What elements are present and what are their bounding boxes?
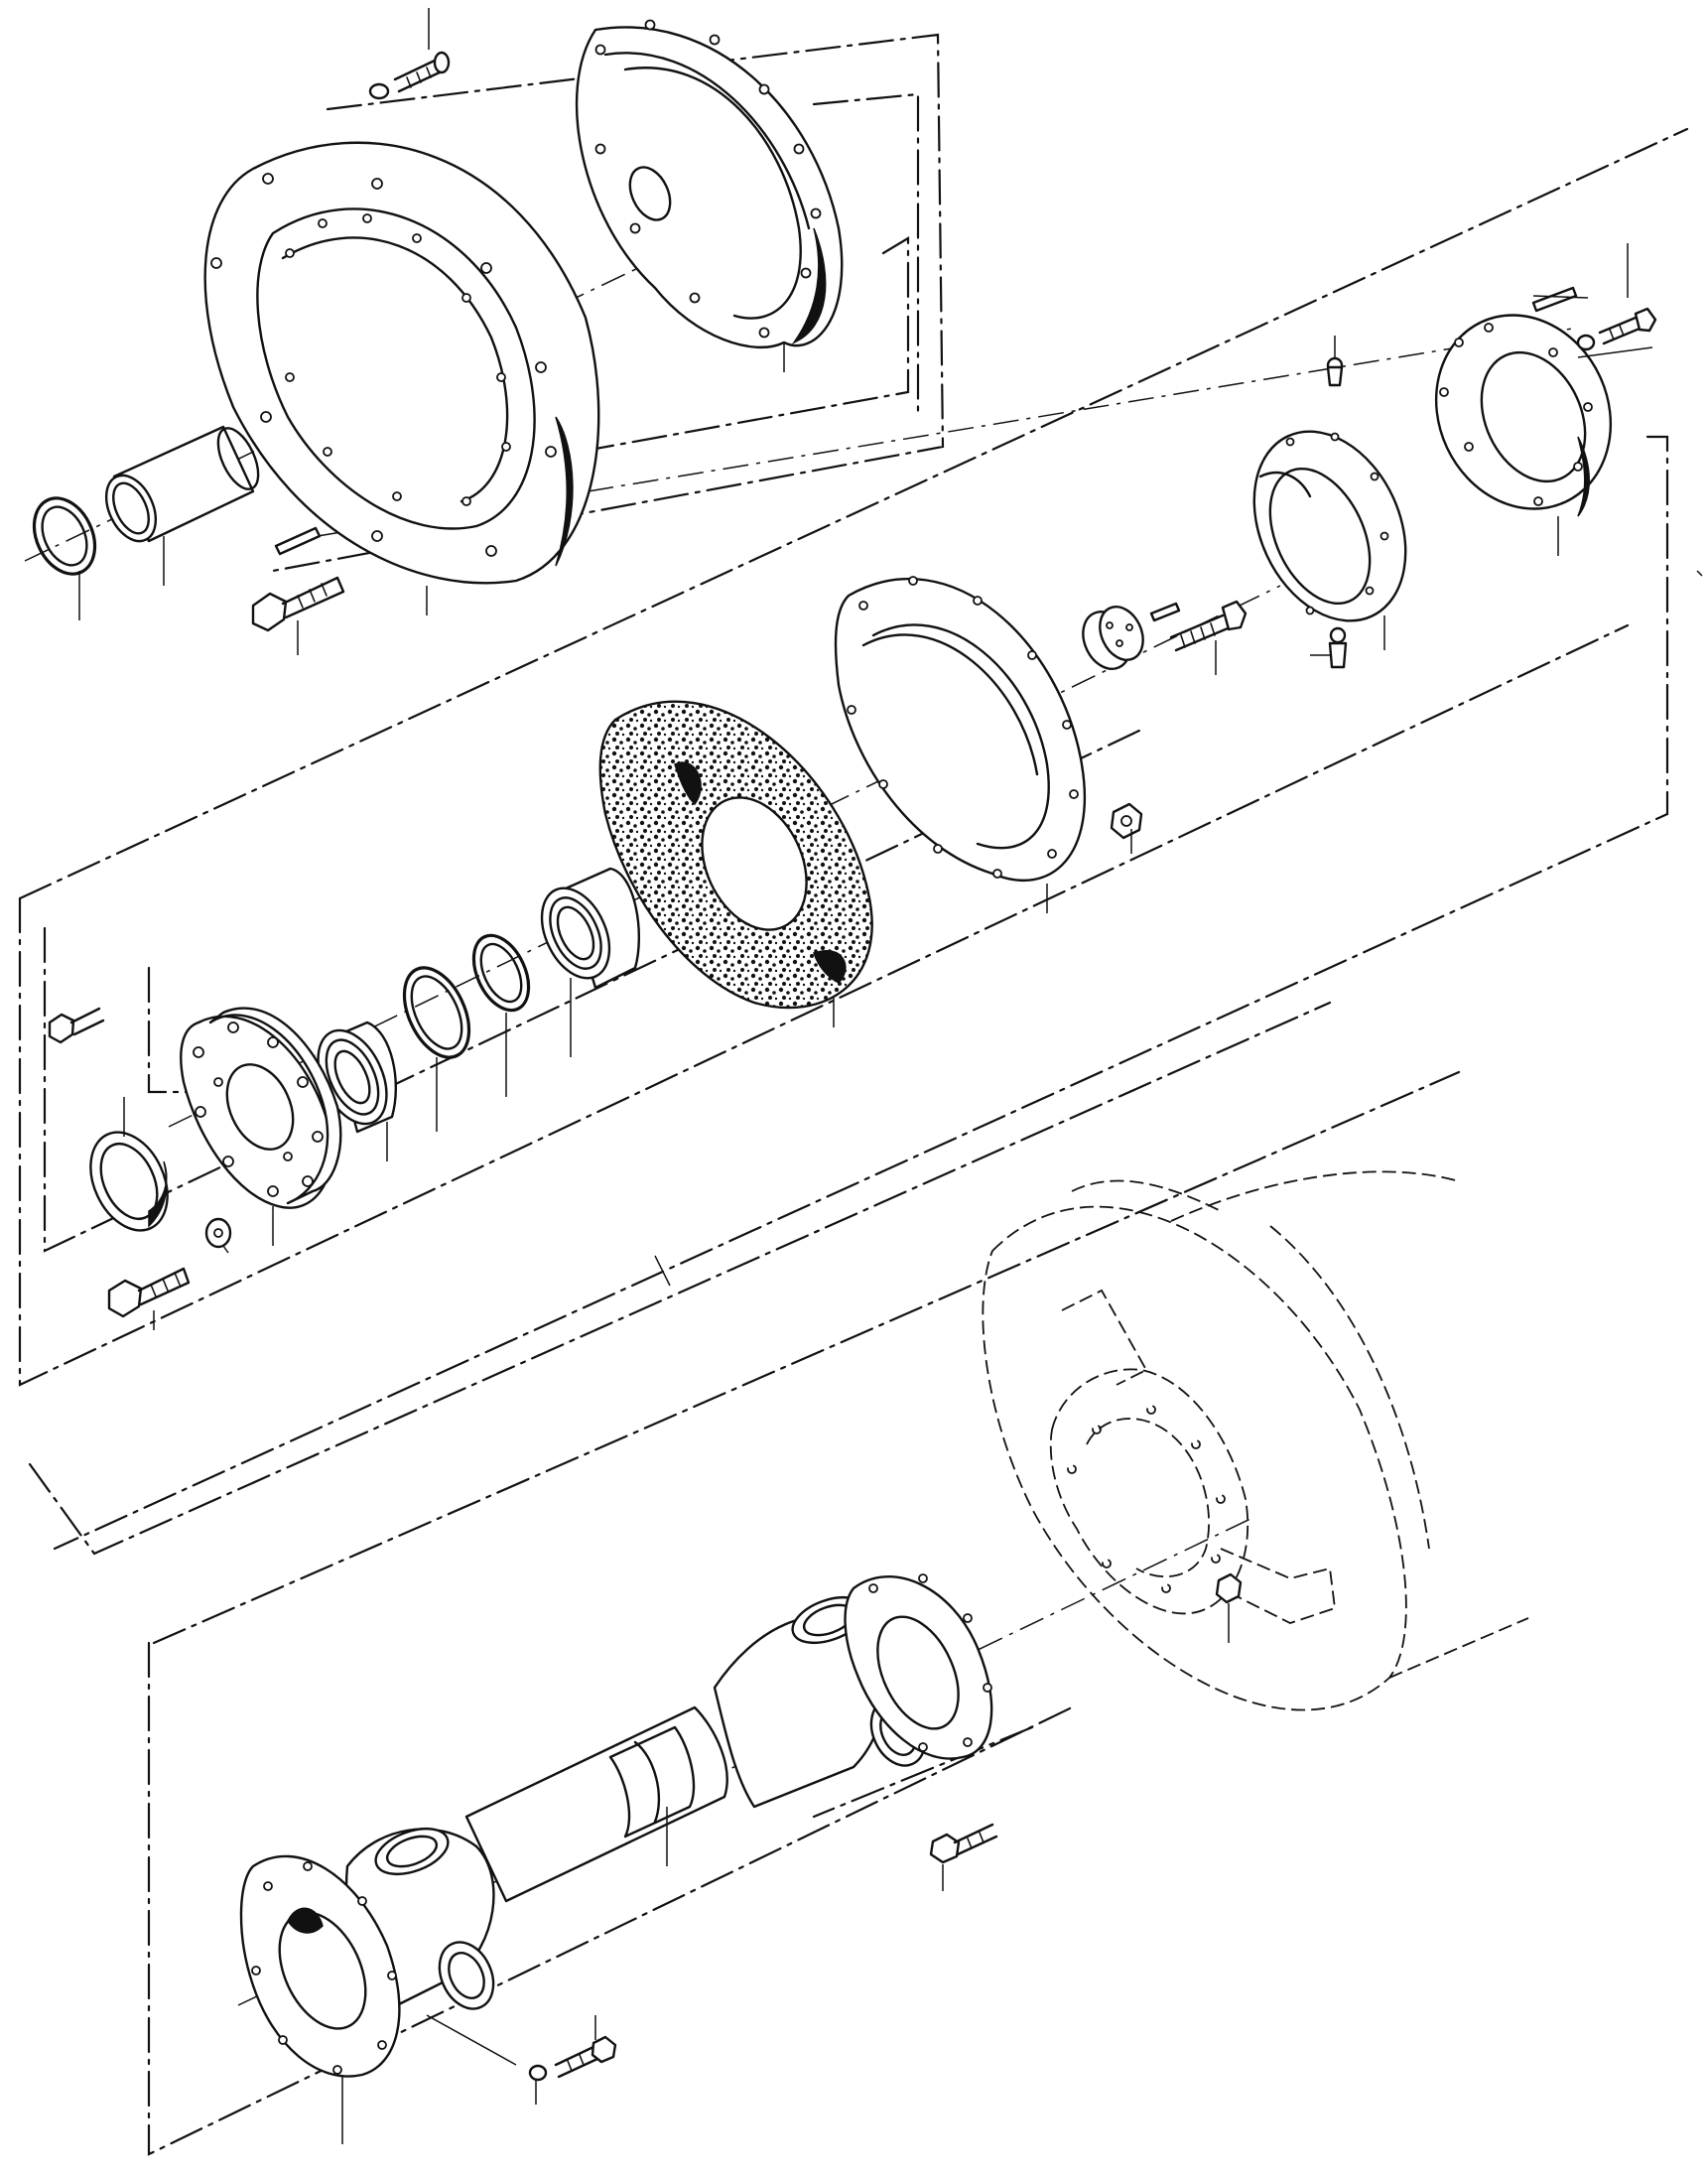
end-flange-ring [1434,314,1613,556]
group-leader-line [654,1255,671,1287]
bearing-housing [1252,430,1407,650]
registration-tick [1696,570,1703,577]
cap-screw-right [1576,243,1657,358]
cap-screw-lower-left [528,2015,617,2105]
spacer-ring-small [471,933,531,1097]
pin-right [1531,286,1589,313]
cap-screw-lower-right [929,1823,998,1891]
cap-screw-top [368,8,451,100]
grease-nipple-lower [1310,626,1348,669]
hex-nut [1110,802,1143,854]
oil-seal [89,1097,169,1232]
bolt-mid-right [1149,600,1248,675]
bearing-large [540,867,641,1057]
shaft-sleeve [104,425,260,586]
cardan-shaft [239,1573,993,2144]
lock-washer [204,1217,232,1254]
brake-drum-phantom [982,1170,1529,1711]
grease-nipple-upper [1326,336,1344,387]
bearing-cap-small [1082,606,1144,670]
flange-bolt-holes [210,173,557,557]
cover-bolt-holes [594,19,822,339]
hex-bolt-lower-left [107,1267,191,1330]
cover-housing [575,19,844,372]
brake-disc [598,700,873,1027]
gasket-ring [834,576,1087,913]
hub-flange [180,1007,342,1246]
hex-bolt-upper [251,576,345,655]
flange-plate-large [203,141,600,615]
dowel-pin-upper [274,526,322,556]
spacer-ring-medium [402,966,471,1132]
retaining-ring [32,496,97,620]
hex-bolt-small-left [48,1007,105,1044]
